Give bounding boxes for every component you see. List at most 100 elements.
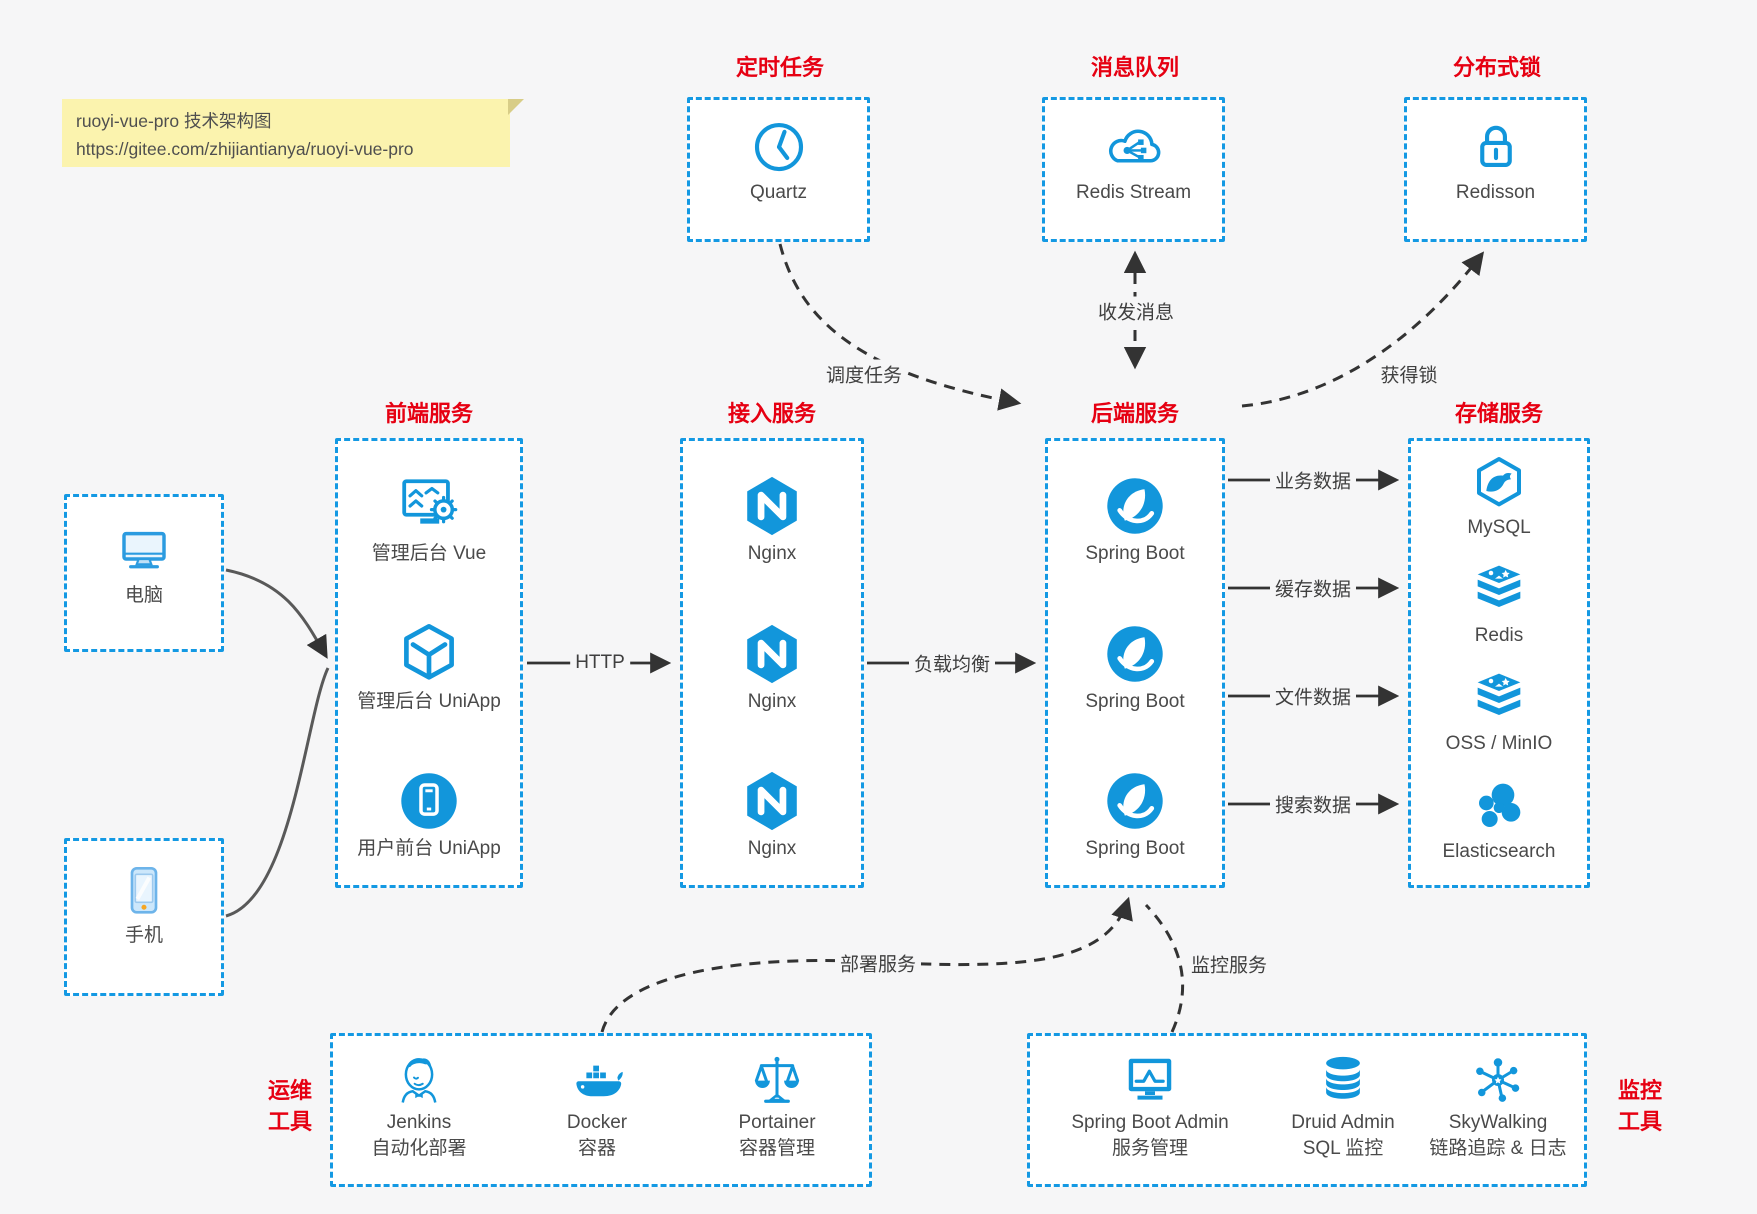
node-quartz: Quartz: [690, 114, 867, 206]
admin-uniapp-label: 管理后台 UniApp: [357, 691, 501, 712]
node-nginx-1: Nginx: [683, 471, 861, 567]
label-message-exchange: 收发消息: [1092, 296, 1180, 326]
docker-icon: [576, 1065, 623, 1097]
elasticsearch-icon: [1479, 783, 1521, 827]
node-mysql: MySQL: [1411, 451, 1587, 541]
box-ops-tools: Jenkins 自动化部署 Docker 容器: [330, 1033, 872, 1187]
box-monitor-tools: Spring Boot Admin 服务管理 Druid Admin SQL 监…: [1027, 1033, 1587, 1187]
node-oss-minio: OSS / MinIO: [1411, 667, 1587, 757]
node-admin-vue: 管理后台 Vue: [338, 471, 520, 567]
portainer-sublabel: 容器管理: [738, 1138, 815, 1159]
redis-label: Redis: [1474, 625, 1524, 646]
admin-vue-label: 管理后台 Vue: [371, 543, 487, 564]
title-storage: 存储服务: [1454, 401, 1544, 426]
node-jenkins: Jenkins 自动化部署: [349, 1050, 489, 1162]
node-boot-admin: Spring Boot Admin 服务管理: [1050, 1050, 1250, 1162]
oss-minio-label: OSS / MinIO: [1445, 733, 1553, 754]
redis-stream-label: Redis Stream: [1075, 182, 1192, 203]
node-nginx-2: Nginx: [683, 619, 861, 715]
portainer-scales-icon: [754, 1056, 800, 1103]
label-file-data: 文件数据: [1269, 681, 1357, 711]
spring-icon: [1107, 478, 1163, 534]
spring-icon: [1107, 626, 1163, 682]
nginx-icon: [747, 624, 797, 684]
box-quartz: Quartz: [687, 97, 870, 242]
boot-admin-icon: [1128, 1058, 1172, 1100]
node-admin-uniapp: 管理后台 UniApp: [338, 619, 520, 715]
sticky-note: ruoyi-vue-pro 技术架构图 https://gitee.com/zh…: [62, 99, 524, 167]
jenkins-label: Jenkins: [386, 1112, 452, 1133]
edge-pc-to-frontend: [225, 568, 328, 659]
spring-icon: [1107, 773, 1163, 829]
node-portainer: Portainer 容器管理: [707, 1050, 847, 1162]
node-redisson: Redisson: [1407, 114, 1584, 206]
box-mobile-client: 手机: [64, 838, 224, 996]
mysql-label: MySQL: [1467, 517, 1531, 538]
label-deploy-service: 部署服务: [834, 948, 922, 978]
skywalking-icon: [1476, 1058, 1520, 1102]
box-storage: MySQL Redis: [1408, 438, 1590, 888]
nginx-icon: [747, 476, 797, 536]
skywalking-sublabel: 链路追踪 & 日志: [1429, 1138, 1567, 1159]
nginx-icon: [747, 771, 797, 831]
label-schedule-task: 调度任务: [820, 359, 908, 389]
node-elasticsearch: Elasticsearch: [1411, 775, 1587, 865]
monitor-side-line2: 工具: [1617, 1109, 1663, 1134]
node-redis: Redis: [1411, 559, 1587, 649]
ops-side-line1: 运维: [267, 1078, 313, 1103]
boot-admin-label: Spring Boot Admin: [1071, 1112, 1229, 1133]
uniapp-cube-icon: [404, 623, 454, 680]
title-monitor-tools: 监控工具: [1618, 1075, 1662, 1137]
phone-icon: [130, 867, 158, 914]
mysql-icon: [1477, 457, 1521, 507]
title-distributed-lock: 分布式锁: [1452, 55, 1542, 80]
pc-label: 电脑: [124, 585, 163, 606]
note-title: ruoyi-vue-pro 技术架构图: [76, 111, 272, 131]
node-docker: Docker 容器: [527, 1050, 667, 1162]
mobile-label: 手机: [124, 925, 163, 946]
boot-admin-sublabel: 服务管理: [1111, 1138, 1188, 1159]
spring-boot-label: Spring Boot: [1085, 691, 1185, 712]
node-mobile: 手机: [67, 859, 221, 949]
label-http: HTTP: [570, 651, 630, 675]
label-cache-data: 缓存数据: [1269, 573, 1357, 603]
nginx-label: Nginx: [747, 691, 797, 712]
jenkins-icon: [401, 1058, 437, 1103]
node-spring-3: Spring Boot: [1048, 766, 1222, 862]
jenkins-sublabel: 自动化部署: [371, 1138, 467, 1159]
user-app-icon: [401, 773, 457, 829]
title-frontend: 前端服务: [384, 401, 474, 426]
nginx-label: Nginx: [747, 838, 797, 859]
label-acquire-lock: 获得锁: [1375, 359, 1443, 389]
node-user-uniapp: 用户前台 UniApp: [338, 766, 520, 862]
skywalking-label: SkyWalking: [1448, 1112, 1548, 1133]
box-gateway: Nginx Nginx Nginx: [680, 438, 864, 888]
label-business-data: 业务数据: [1269, 465, 1357, 495]
druid-sublabel: SQL 监控: [1302, 1138, 1384, 1159]
monitor-side-line1: 监控: [1617, 1078, 1663, 1103]
druid-database-icon: [1326, 1056, 1360, 1099]
box-redisson: Redisson: [1404, 97, 1587, 242]
spring-boot-label: Spring Boot: [1085, 838, 1185, 859]
elasticsearch-label: Elasticsearch: [1442, 841, 1556, 862]
edge-monitor-service: [1144, 903, 1185, 1033]
desktop-icon: [122, 531, 166, 569]
note-url: https://gitee.com/zhijiantianya/ruoyi-vu…: [76, 139, 414, 159]
user-uniapp-label: 用户前台 UniApp: [357, 838, 501, 859]
node-druid: Druid Admin SQL 监控: [1258, 1050, 1428, 1162]
nginx-label: Nginx: [747, 543, 797, 564]
oss-icon: [1477, 673, 1521, 715]
title-gateway: 接入服务: [727, 401, 817, 426]
druid-label: Druid Admin: [1291, 1112, 1395, 1133]
lock-icon: [1479, 125, 1512, 167]
spring-boot-label: Spring Boot: [1085, 543, 1185, 564]
box-backend: Spring Boot Spring Boot Spring Boot: [1045, 438, 1225, 888]
admin-vue-icon: [402, 479, 458, 524]
title-scheduled-tasks: 定时任务: [735, 55, 825, 80]
redisson-label: Redisson: [1455, 182, 1536, 203]
node-spring-2: Spring Boot: [1048, 619, 1222, 715]
edge-mobile-to-frontend: [225, 667, 330, 918]
redis-icon: [1477, 565, 1521, 607]
node-skywalking: SkyWalking 链路追踪 & 日志: [1398, 1050, 1598, 1162]
label-search-data: 搜索数据: [1269, 789, 1357, 819]
